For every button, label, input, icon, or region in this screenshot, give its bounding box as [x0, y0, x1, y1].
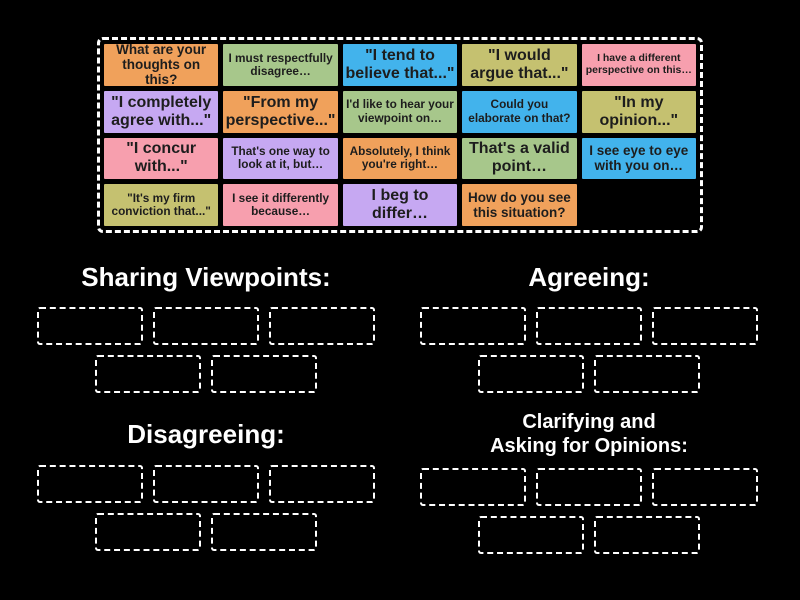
drop-slot[interactable] — [153, 307, 259, 346]
drop-slot[interactable] — [536, 307, 642, 346]
slot-row — [420, 307, 758, 346]
drop-slot[interactable] — [478, 516, 584, 554]
drop-slot[interactable] — [95, 355, 201, 394]
group-disagreeing: Disagreeing: — [30, 419, 382, 552]
word-tile[interactable]: What are your thoughts on this? — [104, 44, 219, 86]
drop-slot[interactable] — [37, 465, 143, 504]
drop-slot[interactable] — [269, 307, 375, 346]
drop-slot[interactable] — [594, 355, 700, 394]
group-heading: Clarifying and Asking for Opinions: — [490, 411, 688, 457]
word-tile[interactable]: I see it differently because… — [223, 184, 338, 226]
group-heading: Agreeing: — [528, 262, 650, 292]
word-tile[interactable]: Could you elaborate on that? — [462, 90, 577, 133]
word-tile[interactable]: "I concur with..." — [104, 137, 219, 180]
drop-slot[interactable] — [652, 468, 758, 506]
slot-row — [37, 465, 375, 504]
word-tile[interactable]: "I completely agree with..." — [104, 90, 219, 133]
word-tile[interactable]: "It's my firm conviction that..." — [104, 184, 219, 226]
drop-slot[interactable] — [536, 468, 642, 506]
group-heading: Sharing Viewpoints: — [81, 262, 331, 292]
group-agreeing: Agreeing: — [413, 262, 765, 394]
word-tile[interactable]: I'd like to hear your viewpoint on… — [342, 90, 458, 133]
word-tile[interactable]: "In my opinion..." — [581, 90, 696, 133]
word-tile[interactable]: I see eye to eye with you on… — [581, 137, 696, 180]
drop-slot[interactable] — [478, 355, 584, 394]
drop-slot[interactable] — [652, 307, 758, 346]
word-tile[interactable]: That's a valid point… — [462, 137, 577, 180]
word-tile[interactable]: I beg to differ… — [342, 184, 458, 226]
group-sharing-viewpoints: Sharing Viewpoints: — [30, 262, 382, 394]
word-tile[interactable]: How do you see this situation? — [462, 184, 577, 226]
drop-slot[interactable] — [420, 307, 526, 346]
group-heading: Disagreeing: — [127, 419, 285, 449]
group-clarifying-asking-opinions: Clarifying and Asking for Opinions: — [413, 410, 765, 554]
word-tile[interactable]: Absolutely, I think you're right… — [342, 137, 458, 180]
drop-slot[interactable] — [420, 468, 526, 506]
word-tile[interactable]: I must respectfully disagree… — [223, 44, 338, 86]
slot-row — [478, 355, 700, 394]
slot-row — [95, 513, 317, 552]
word-tile[interactable]: "I would argue that..." — [462, 44, 577, 86]
drop-slot[interactable] — [211, 355, 317, 394]
drop-slot[interactable] — [211, 513, 317, 552]
word-bank: What are your thoughts on this?I must re… — [97, 37, 703, 233]
word-tile[interactable]: That's one way to look at it, but… — [223, 137, 338, 180]
slot-row — [95, 355, 317, 394]
word-tile[interactable]: "From my perspective..." — [223, 90, 338, 133]
slot-row — [420, 468, 758, 506]
word-tile[interactable]: "I tend to believe that..." — [342, 44, 458, 86]
drop-slot[interactable] — [269, 465, 375, 504]
word-tile[interactable]: I have a different perspective on this… — [581, 44, 696, 86]
drop-slot[interactable] — [153, 465, 259, 504]
drop-slot[interactable] — [95, 513, 201, 552]
slot-row — [478, 516, 700, 554]
drop-slot[interactable] — [594, 516, 700, 554]
slot-row — [37, 307, 375, 346]
drop-slot[interactable] — [37, 307, 143, 346]
